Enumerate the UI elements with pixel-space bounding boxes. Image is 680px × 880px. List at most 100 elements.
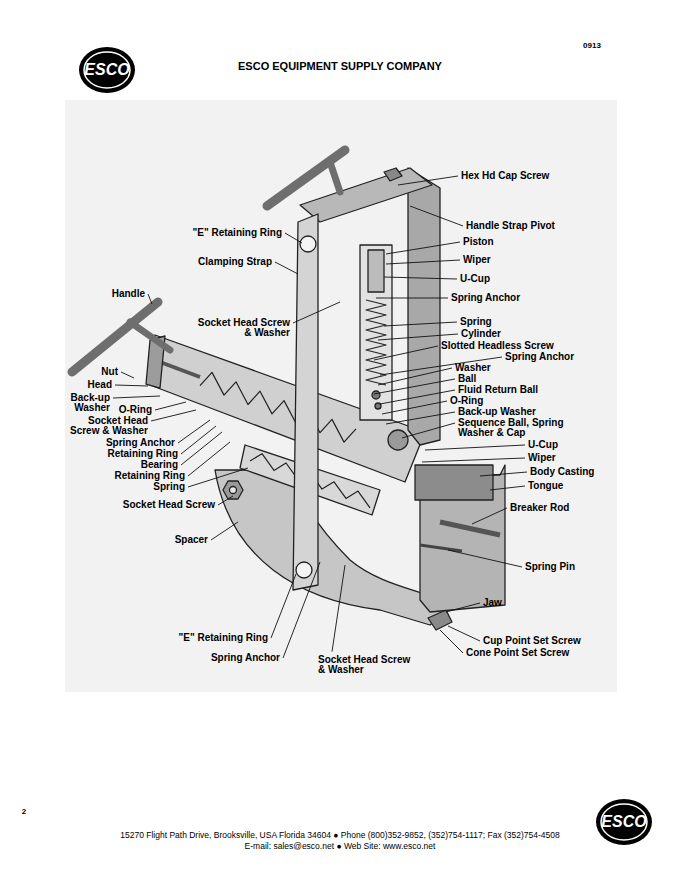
leader-line: [148, 294, 152, 304]
drawing-ground: [65, 100, 617, 692]
logo-text: ESCO: [601, 813, 646, 830]
retaining-ring: [300, 236, 316, 252]
leader-line: [151, 410, 196, 421]
part-label: Nut: [101, 367, 118, 378]
part-label: Cylinder: [461, 329, 501, 340]
page-title: ESCO EQUIPMENT SUPPLY COMPANY: [238, 60, 442, 72]
handle-stem: [130, 322, 170, 350]
part-label: Spacer: [175, 535, 208, 546]
leader-line: [178, 420, 210, 443]
part-label: "E" Retaining Ring: [179, 633, 268, 644]
leader-line: [275, 262, 298, 274]
part-label: Tongue: [528, 481, 563, 492]
ball: [372, 391, 380, 399]
leader-line: [378, 368, 452, 385]
cap-screw: [384, 168, 402, 181]
leader-line: [380, 357, 502, 375]
leader-line: [386, 242, 460, 254]
leader-line: [410, 206, 463, 226]
handle-strap: [300, 168, 432, 222]
leader-line: [374, 346, 438, 360]
leader-line: [398, 176, 458, 185]
part-label: Wiper: [528, 453, 556, 464]
footer-text: 15270 Flight Path Drive, Brooksville, US…: [120, 831, 560, 840]
leader-line: [374, 379, 455, 394]
spring: [366, 300, 386, 385]
part-label: O-Ring: [450, 396, 483, 407]
handle-bar: [267, 150, 345, 206]
part-label: Clamping Strap: [198, 257, 272, 268]
leader-line: [113, 396, 160, 398]
leader-line: [490, 486, 525, 490]
leader-line: [384, 322, 457, 326]
part-label: Socket Head Screw & Washer: [56, 416, 148, 438]
part-label: Back-up Washer: [60, 393, 110, 415]
leader-line: [293, 302, 340, 323]
part-label: Slotted Headless Screw: [441, 341, 554, 352]
footer-text: E-mail: sales@esco.net ● Web Site: www.e…: [245, 842, 436, 851]
retaining-ring: [296, 562, 312, 578]
part-label: Cone Point Set Screw: [466, 648, 569, 659]
part-label: Spring Anchor: [451, 293, 520, 304]
screw-head: [230, 487, 237, 494]
page-code: 0913: [583, 42, 601, 51]
leader-line: [271, 574, 296, 638]
leader-line: [446, 603, 480, 612]
leader-line: [332, 565, 345, 652]
leader-line: [188, 442, 230, 476]
leader-line: [422, 458, 525, 462]
leader-line: [155, 402, 186, 410]
leader-line: [425, 445, 525, 450]
logo-ring: [601, 804, 647, 840]
leader-line: [115, 385, 148, 386]
part-label: Ball: [458, 374, 476, 385]
part-label: Spring Anchor: [106, 438, 175, 449]
leader-line: [382, 401, 447, 414]
part-label: Breaker Rod: [510, 503, 569, 514]
leader-line: [384, 277, 457, 279]
leader-line: [181, 426, 216, 454]
part-label: U-Cup: [460, 274, 490, 285]
part-label: Retaining Ring: [114, 471, 185, 482]
part-label: U-Cup: [528, 440, 558, 451]
leader-line: [121, 372, 134, 378]
part-label: Back-up Washer: [458, 407, 536, 418]
page-number: 2: [22, 808, 26, 817]
part-label: Sequence Ball, Spring Washer & Cap: [458, 418, 593, 440]
leader-line: [448, 626, 480, 641]
part-label: Spring Anchor: [505, 352, 574, 363]
sequence-cap: [388, 430, 408, 450]
part-label: O-Ring: [119, 405, 152, 416]
leader-line: [285, 233, 302, 243]
leader-line: [376, 298, 448, 299]
part-label: Retaining Ring: [107, 449, 178, 460]
leader-line: [283, 562, 320, 658]
part-label: Jaw: [483, 598, 502, 609]
leader-line: [480, 472, 527, 476]
spring-pin: [420, 545, 462, 551]
leader-line: [448, 550, 522, 567]
part-label: Body Casting: [530, 467, 594, 478]
part-label: Head: [88, 380, 112, 391]
part-label: Spring Anchor: [211, 653, 280, 664]
part-label: Spring: [153, 482, 185, 493]
leader-line: [211, 522, 238, 540]
part-label: Handle Strap Pivot: [466, 221, 555, 232]
handle-bar: [72, 302, 158, 372]
part-label: Washer: [455, 363, 491, 374]
part-label: Bearing: [141, 460, 178, 471]
spring: [200, 372, 356, 442]
logo-mark: [79, 47, 135, 93]
leader-line: [386, 412, 455, 424]
part-label: Socket Head Screw: [123, 500, 215, 511]
part-label: "E" Retaining Ring: [193, 228, 282, 239]
part-label: Fluid Return Ball: [458, 385, 538, 396]
piston: [368, 250, 384, 292]
part-label: Spring Pin: [525, 562, 575, 573]
logo-text: ESCO: [84, 61, 129, 78]
leader-line: [402, 423, 455, 438]
logo-mark: [596, 799, 652, 845]
part-label: Socket Head Screw & Washer: [195, 318, 290, 340]
